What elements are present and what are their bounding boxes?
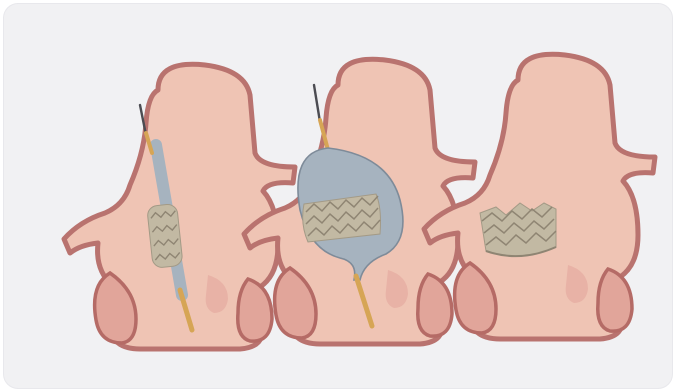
guidewire-tip-2	[314, 85, 320, 122]
crimped-stent	[147, 204, 183, 269]
panel-2-balloon-inflation	[244, 59, 475, 344]
aortic-root-3	[424, 54, 655, 339]
aortic-root-1	[64, 64, 295, 349]
panel-3-valve-deployed	[424, 54, 655, 339]
panel-1-crimped-valve	[64, 64, 295, 349]
deployed-valve	[480, 203, 556, 256]
